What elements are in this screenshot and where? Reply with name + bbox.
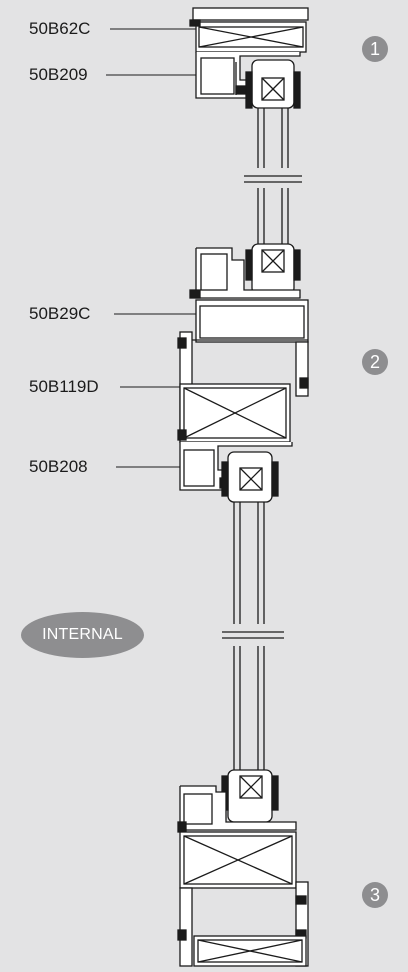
sill-frame-profile [177, 785, 309, 967]
outer-frame-profile-top [189, 7, 309, 53]
callout-label: 50B119D [29, 377, 99, 396]
internal-side-badge: INTERNAL [21, 612, 144, 658]
transom-profile [180, 299, 309, 343]
section-badge-3: 3 [362, 882, 388, 908]
callout-label: 50B208 [29, 457, 88, 476]
section-badge-2: 2 [362, 349, 388, 375]
section-badge-1: 1 [362, 36, 388, 62]
callout-label: 50B62C [29, 19, 91, 38]
callout-label: 50B209 [29, 65, 88, 84]
mullion-frame-profile [177, 331, 309, 443]
vent-sash-profile-bottom [189, 247, 301, 299]
callout-label: 50B29C [29, 304, 91, 323]
vent-sash-profile-top [195, 52, 301, 99]
glazing-unit-lower [221, 451, 284, 823]
glazing-unit-upper [244, 59, 302, 295]
